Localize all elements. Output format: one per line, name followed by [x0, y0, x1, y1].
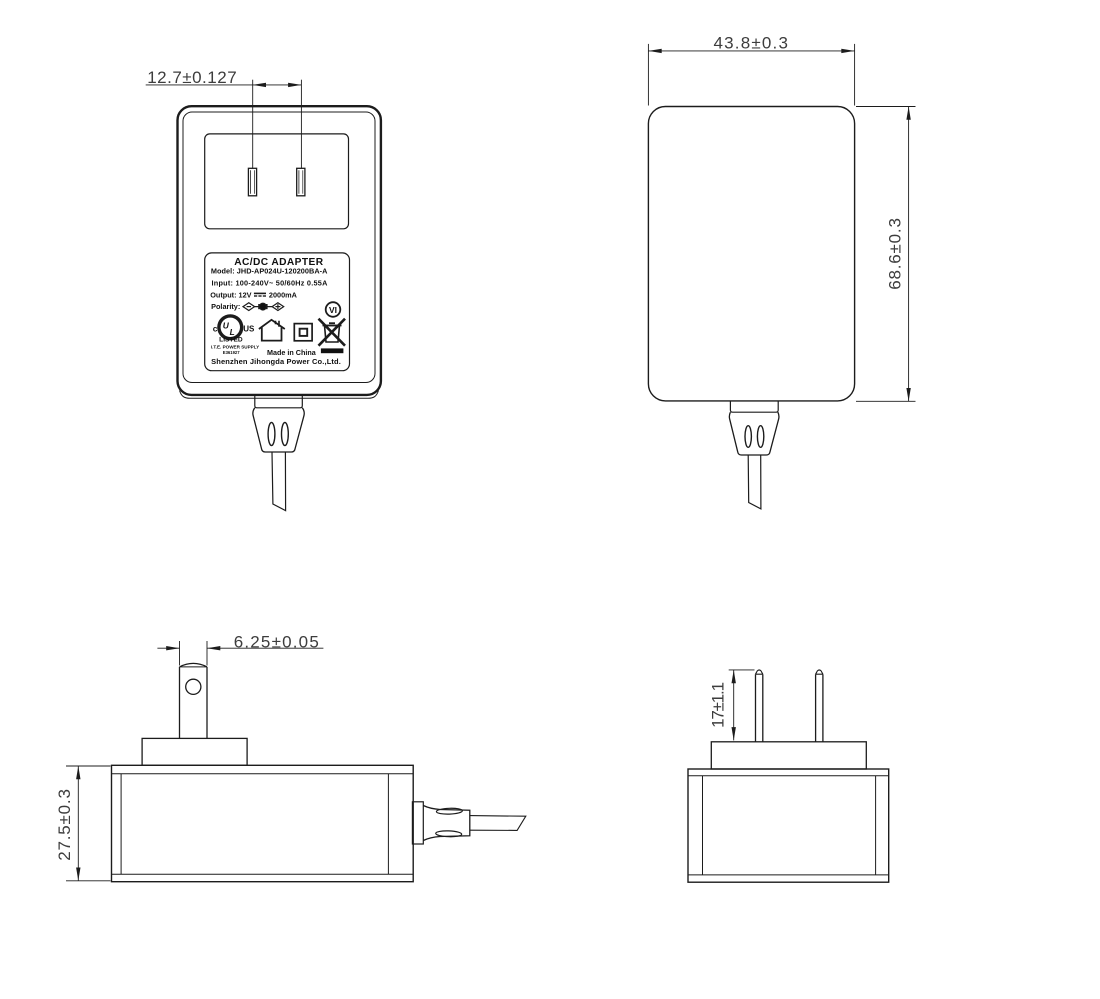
svg-text:Shenzhen Jihongda Power Co.,Lt: Shenzhen Jihongda Power Co.,Ltd.	[211, 357, 341, 366]
svg-text:L: L	[230, 327, 235, 337]
svg-text:U: U	[223, 321, 230, 331]
svg-text:6.25±0.05: 6.25±0.05	[234, 632, 320, 651]
svg-text:E361927: E361927	[223, 350, 240, 355]
svg-text:12.7±0.127: 12.7±0.127	[147, 68, 237, 87]
svg-text:2000mA: 2000mA	[269, 290, 298, 299]
svg-text:AC/DC ADAPTER: AC/DC ADAPTER	[234, 257, 323, 268]
svg-text:Made in China: Made in China	[267, 348, 317, 357]
svg-text:VI: VI	[329, 305, 337, 315]
svg-text:17±1.1: 17±1.1	[709, 682, 728, 727]
svg-text:27.5±0.3: 27.5±0.3	[55, 788, 74, 860]
svg-text:Model: JHD-AP024U-120200BA-A: Model: JHD-AP024U-120200BA-A	[211, 267, 328, 276]
svg-text:Output: 12V: Output: 12V	[210, 290, 251, 299]
svg-text:68.6±0.3: 68.6±0.3	[886, 217, 905, 289]
svg-text:Polarity:: Polarity:	[211, 302, 240, 311]
svg-text:c: c	[213, 324, 218, 334]
svg-text:LISTED: LISTED	[219, 336, 243, 343]
svg-text:43.8±0.3: 43.8±0.3	[713, 33, 789, 52]
svg-text:US: US	[243, 325, 255, 334]
svg-text:I.T.E. POWER SUPPLY: I.T.E. POWER SUPPLY	[211, 345, 259, 350]
svg-text:Input: 100-240V~ 50/60Hz 0.5: Input: 100-240V~ 50/60Hz 0.55A	[212, 279, 329, 288]
